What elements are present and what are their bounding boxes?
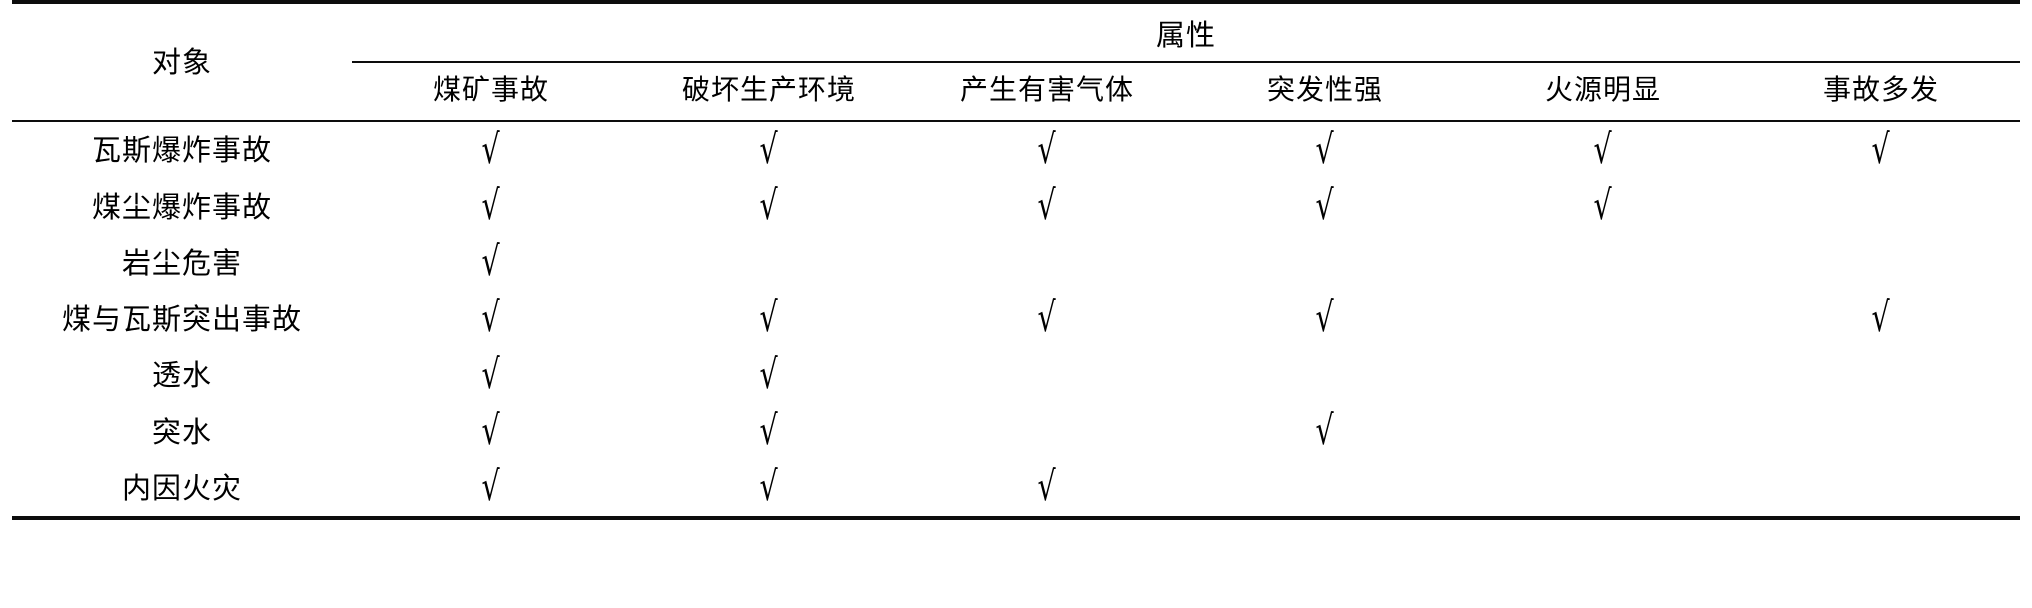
matrix-cell: √ xyxy=(1742,291,2020,347)
row-label: 煤与瓦斯突出事故 xyxy=(61,302,302,337)
check-icon: √ xyxy=(759,126,779,174)
check-icon: √ xyxy=(481,407,501,455)
check-icon: √ xyxy=(1037,182,1057,230)
matrix-cell: √ xyxy=(352,291,630,347)
matrix-cell xyxy=(1464,347,1742,403)
matrix-cell: √ xyxy=(352,347,630,403)
matrix-cell: √ xyxy=(908,121,1186,178)
matrix-cell: √ xyxy=(630,179,908,235)
matrix-cell: √ xyxy=(1186,121,1464,178)
row-label: 岩尘危害 xyxy=(121,245,242,280)
table-row: 透水 √ √ xyxy=(12,347,2020,403)
check-icon: √ xyxy=(1593,126,1613,174)
table-row: 煤尘爆炸事故 √ √ √ √ √ xyxy=(12,179,2020,235)
matrix-cell xyxy=(1742,404,2020,460)
table-row: 煤与瓦斯突出事故 √ √ √ √ √ xyxy=(12,291,2020,347)
matrix-cell: √ xyxy=(1186,179,1464,235)
matrix-cell xyxy=(1742,347,2020,403)
check-icon: √ xyxy=(481,351,501,399)
attribute-header-6: 事故多发 xyxy=(1822,72,1939,106)
check-icon: √ xyxy=(1037,126,1057,174)
attribute-group-header: 属性 xyxy=(352,4,2020,63)
check-icon: √ xyxy=(481,238,501,286)
matrix-cell xyxy=(1742,235,2020,291)
matrix-cell: √ xyxy=(352,235,630,291)
rule-bottom xyxy=(12,514,2020,521)
matrix-cell: √ xyxy=(630,347,908,403)
check-icon: √ xyxy=(481,294,501,343)
row-label: 煤尘爆炸事故 xyxy=(91,189,272,224)
matrix-cell: √ xyxy=(630,121,908,178)
matrix-cell xyxy=(908,404,1186,460)
attribute-header-5: 火源明显 xyxy=(1544,72,1661,106)
check-icon: √ xyxy=(1593,182,1613,230)
attribute-header-3: 产生有害气体 xyxy=(959,72,1134,106)
check-icon: √ xyxy=(759,294,779,343)
check-icon: √ xyxy=(1871,126,1891,174)
header-row-group: 对象 属性 xyxy=(12,4,2020,79)
matrix-cell xyxy=(1742,460,2020,516)
attribute-header-1: 煤矿事故 xyxy=(432,72,549,106)
row-label: 突水 xyxy=(151,414,212,449)
matrix-cell: √ xyxy=(630,404,908,460)
check-icon: √ xyxy=(759,463,779,511)
check-icon: √ xyxy=(1037,294,1057,343)
matrix-cell xyxy=(1186,460,1464,516)
check-icon: √ xyxy=(1315,182,1335,230)
matrix-cell xyxy=(908,347,1186,403)
check-icon: √ xyxy=(1037,463,1057,511)
header-row-attributes: 煤矿事故 破坏生产环境 产生有害气体 突发性强 火源明显 事故多发 xyxy=(12,62,2020,121)
row-label: 瓦斯爆炸事故 xyxy=(91,133,272,168)
matrix-cell: √ xyxy=(630,460,908,516)
matrix-cell: √ xyxy=(1464,179,1742,235)
check-icon: √ xyxy=(759,182,779,230)
check-icon: √ xyxy=(481,182,501,230)
table-row: 内因火灾 √ √ √ xyxy=(12,460,2020,516)
object-column-header: 对象 xyxy=(151,45,212,80)
table-row: 突水 √ √ √ xyxy=(12,404,2020,460)
matrix-cell: √ xyxy=(908,179,1186,235)
matrix-cell: √ xyxy=(1464,121,1742,178)
matrix-cell xyxy=(1464,235,1742,291)
attribute-header-2: 破坏生产环境 xyxy=(681,72,856,106)
check-icon: √ xyxy=(759,407,779,455)
matrix-cell: √ xyxy=(352,404,630,460)
check-icon: √ xyxy=(1315,294,1335,343)
matrix-cell xyxy=(1186,347,1464,403)
attribute-header-4: 突发性强 xyxy=(1266,72,1383,106)
matrix-cell: √ xyxy=(1186,404,1464,460)
matrix-cell xyxy=(1464,404,1742,460)
matrix-cell: √ xyxy=(630,291,908,347)
table-row: 瓦斯爆炸事故 √ √ √ √ √ √ xyxy=(12,121,2020,178)
check-icon: √ xyxy=(759,351,779,399)
matrix-cell: √ xyxy=(1742,121,2020,178)
matrix-cell xyxy=(1742,179,2020,235)
check-icon: √ xyxy=(481,126,501,174)
rule-bottom-cell xyxy=(12,514,2020,521)
check-icon: √ xyxy=(1315,126,1335,174)
matrix-cell xyxy=(1186,235,1464,291)
matrix-cell: √ xyxy=(352,179,630,235)
matrix-cell: √ xyxy=(352,460,630,516)
table-row: 岩尘危害 √ xyxy=(12,235,2020,291)
matrix-cell xyxy=(1464,291,1742,347)
matrix-cell: √ xyxy=(908,460,1186,516)
check-icon: √ xyxy=(1871,294,1891,343)
row-label: 透水 xyxy=(151,358,212,393)
check-icon: √ xyxy=(1315,407,1335,455)
matrix-cell xyxy=(908,235,1186,291)
matrix-cell xyxy=(630,235,908,291)
matrix-cell: √ xyxy=(908,291,1186,347)
check-icon: √ xyxy=(481,463,501,511)
row-label: 内因火灾 xyxy=(121,470,242,505)
attribute-matrix-table: 对象 属性煤矿事故 破坏生产环境 产生有害气体 突发性强 火源明显 事故多发瓦斯爆炸事故 √ √… xyxy=(12,0,2020,521)
matrix-cell: √ xyxy=(1186,291,1464,347)
matrix-cell xyxy=(1464,460,1742,516)
matrix-cell: √ xyxy=(352,121,630,178)
